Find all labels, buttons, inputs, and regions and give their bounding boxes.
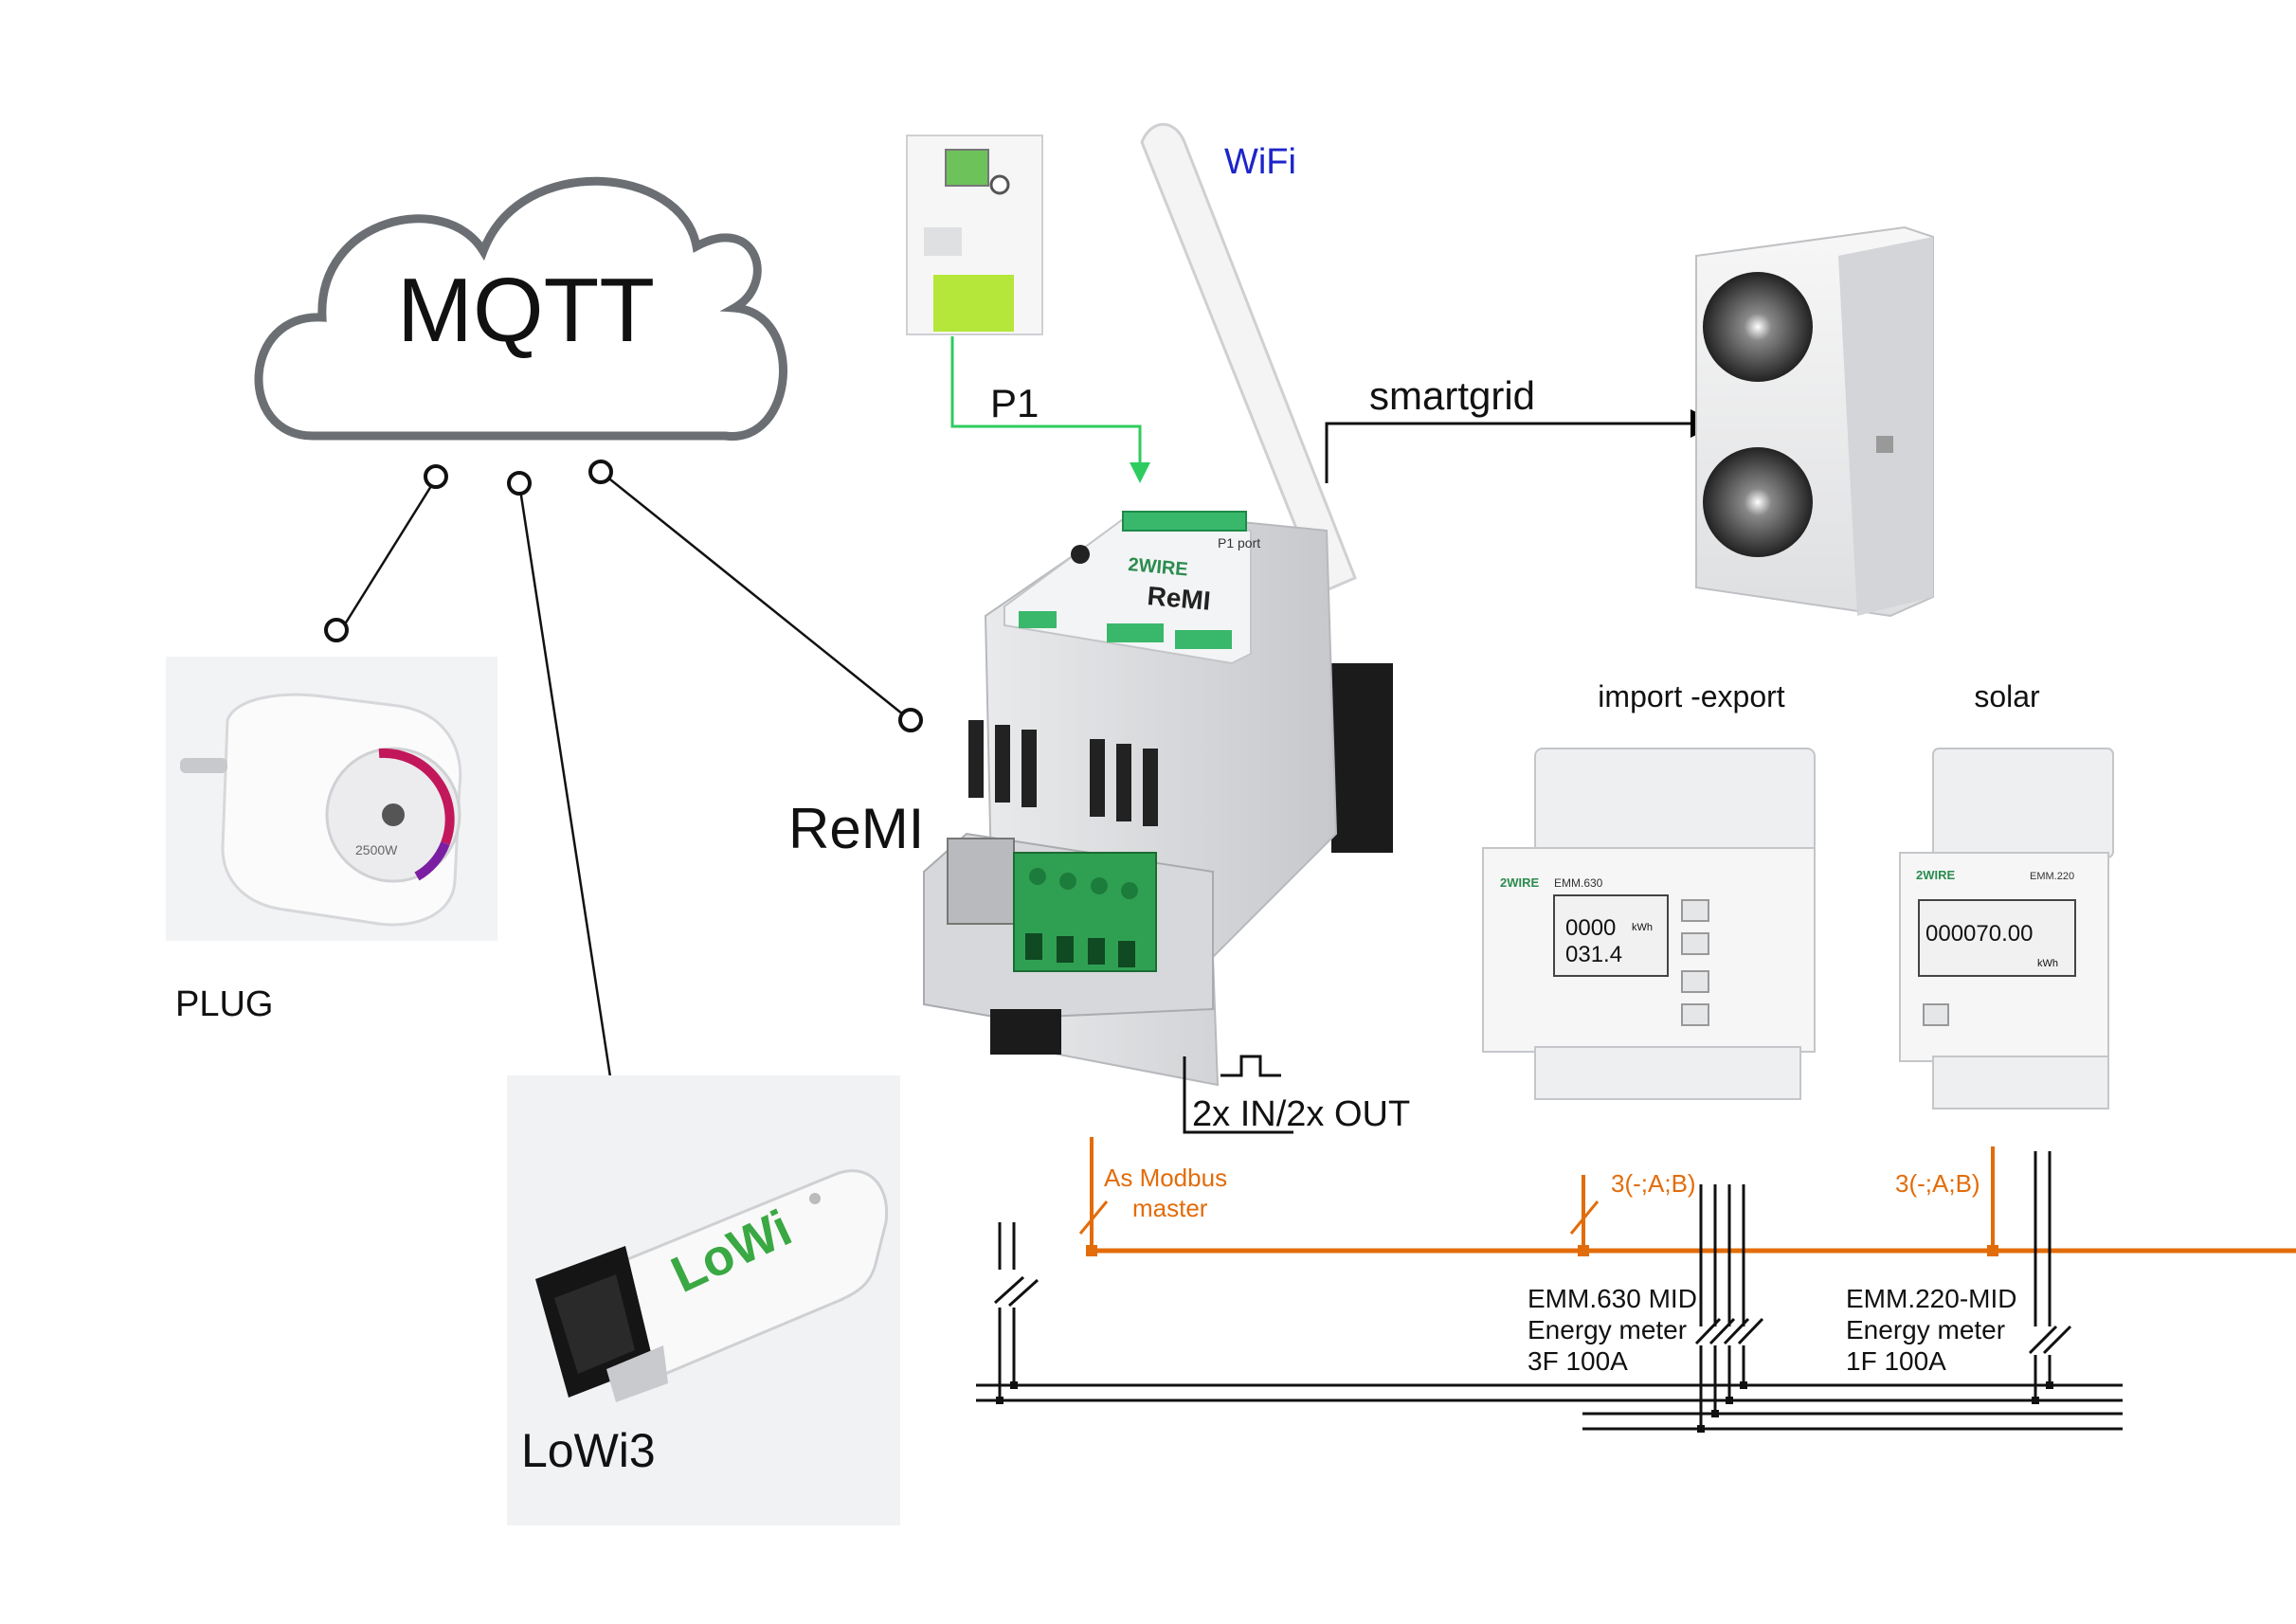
emm630-caption-line3: 3F 100A [1528, 1346, 1628, 1376]
emm220-model-text: EMM.220 [2030, 871, 2074, 882]
plug-power-text: 2500W [355, 842, 398, 857]
remi-device-image: 2WIRE ReMI P1 port ReMI [788, 122, 1393, 1087]
mqtt-cloud: MQTT [254, 176, 787, 441]
plug-label: PLUG [175, 984, 273, 1024]
mqtt-connections [341, 471, 904, 1164]
remi-port-text: P1 port [1218, 535, 1260, 550]
emm630-caption-line2: Energy meter [1528, 1315, 1687, 1344]
power-lines [976, 1151, 2123, 1431]
bus-label-emm630: 3(-;A;B) [1611, 1169, 1696, 1198]
emm630-unit-text: kWh [1632, 922, 1653, 933]
smart-plug-image: 2500W PLUG [166, 657, 497, 1024]
lowi-label: LoWi3 [521, 1424, 656, 1477]
emm630-meter-image: import -export 2WIRE EMM.630 0000 kWh 03… [1482, 679, 1816, 1100]
emm220-caption-line3: 1F 100A [1846, 1346, 1946, 1376]
solar-label: solar [1974, 679, 2040, 713]
emm220-reading: 000070.00 [1925, 921, 2033, 947]
p1-label: P1 [990, 381, 1039, 425]
remi-name-text: ReMI [1146, 581, 1211, 616]
emm220-caption: EMM.220-MID Energy meter 1F 100A [1846, 1284, 2016, 1376]
wifi-label: WiFi [1224, 142, 1296, 182]
emm630-reading1: 0000 [1565, 915, 1616, 941]
emm220-unit-text: kWh [2037, 958, 2058, 969]
emm220-meter-image: solar 2WIRE EMM.220 000070.00 kWh [1899, 679, 2114, 1110]
modbus-label-line2: master [1132, 1194, 1208, 1222]
smartgrid-label: smartgrid [1369, 373, 1535, 418]
emm630-reading2: 031.4 [1565, 942, 1622, 967]
lowi-dongle-image: LoWi LoWi3 [507, 1075, 900, 1525]
power-line-nodes [996, 1381, 2053, 1433]
emm630-model-text: EMM.630 [1554, 876, 1603, 890]
smartgrid-connection: smartgrid [1325, 373, 1719, 483]
digital-meter-image [906, 135, 1043, 335]
io-label: 2x IN/2x OUT [1192, 1094, 1410, 1134]
heat-pump-image [1695, 226, 1934, 618]
io-label-group: 2x IN/2x OUT [1183, 1055, 1410, 1134]
bus-label-emm220: 3(-;A;B) [1895, 1169, 1980, 1198]
modbus-nodes [1086, 1245, 1998, 1256]
p1-connection: P1 [950, 336, 1150, 483]
emm220-caption-line2: Energy meter [1846, 1315, 2005, 1344]
emm630-brand-text: 2WIRE [1500, 875, 1540, 890]
modbus-label-line1: As Modbus [1104, 1164, 1227, 1192]
emm220-brand-text: 2WIRE [1916, 868, 1956, 882]
emm220-caption-line1: EMM.220-MID [1846, 1284, 2016, 1313]
emm630-caption-line1: EMM.630 MID [1528, 1284, 1697, 1313]
emm630-caption: EMM.630 MID Energy meter 3F 100A [1528, 1284, 1697, 1376]
remi-brand-text: 2WIRE [1128, 554, 1189, 580]
cloud-label: MQTT [397, 260, 655, 361]
import-export-label: import -export [1598, 679, 1785, 713]
remi-label: ReMI [788, 797, 924, 860]
modbus-bus [1078, 1137, 2296, 1254]
